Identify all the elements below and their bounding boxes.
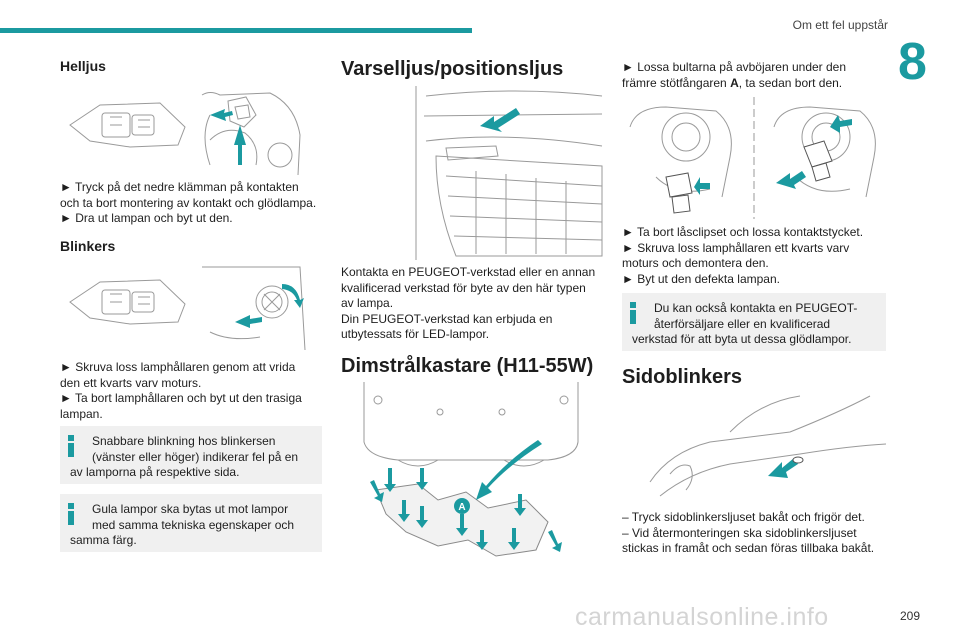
info-line-2: återförsäljare eller en kvalificerad [654,316,831,331]
sidoblinkers-line-3: stickas in framåt och sedan föras tillba… [622,541,875,555]
info-line-3: samma färg. [70,533,137,547]
dimstral-title: Dimstrålkastare (H11-55W) [341,355,594,377]
fog-step-2-line-4: ► Byt ut den defekta lampan. [622,271,780,286]
info-line-3: verkstad för att byta ut dessa glödlampo… [632,332,852,346]
fog-step-2-line-1: ► Ta bort låsclipset och lossa kontaktst… [622,225,864,239]
varselljus-line-5: utbytessats för LED-lampor. [341,327,490,341]
fog-step-2-line-3: moturs och demontera den. [622,256,769,270]
sidoblinkers-line-1: – Tryck sidoblinkersljuset bakåt och fri… [622,510,865,524]
info-line-2: med samma tekniska egenskaper och [92,517,295,532]
side-indicator-illustration [650,392,886,500]
helljus-line-3: ► Dra ut lampan och byt ut den. [60,211,233,225]
sidoblinkers-line-2: – Vid återmonteringen ska sidoblinkerslj… [622,525,857,540]
varselljus-line-2: kvalificerad verkstad för byte av den hä… [341,280,586,295]
varselljus-title: Varselljus/positionsljus [341,58,564,80]
sidoblinkers-text: – Tryck sidoblinkersljuset bakåt och fri… [622,510,892,557]
helljus-title: Helljus [60,58,106,74]
fog-step-1-line-2-post: , ta sedan bort den. [738,75,843,90]
watermark: carmanualsonline.info [575,603,829,631]
blinkers-line-3: ► Ta bort lamphållaren och byt ut den tr… [60,391,302,405]
blinkers-line-4: lampan. [60,406,103,421]
fog-lamp-bulb-illustration [626,97,884,219]
fog-lamp-deflector-illustration: A [358,382,584,560]
blinkers-title: Blinkers [60,238,116,254]
info-box-blinking: Snabbare blinkning hos blinkersen (vänst… [60,426,322,484]
section-title: Om ett fel uppstår [792,18,888,32]
varselljus-line-4: Din PEUGEOT-verkstad kan erbjuda en [341,311,553,326]
blinkers-line-2: den ett kvarts varv moturs. [60,375,202,390]
helljus-line-2: och ta bort montering av kontakt och glö… [60,195,317,210]
varselljus-text: Kontakta en PEUGEOT-verkstad eller en an… [341,265,611,343]
info-icon [68,503,75,525]
info-line-3: av lamporna på respektive sida. [70,465,240,479]
turn-signal-bulb-illustration [60,262,322,352]
fog-step-2-line-2: ► Skruva loss lamphållaren ett kvarts va… [622,240,850,255]
blinkers-line-1: ► Skruva loss lamphållaren genom att vri… [60,360,296,374]
info-box-amber-bulbs: Gula lampor ska bytas ut mot lampor med … [60,494,322,552]
varselljus-line-3: av lampa. [341,296,394,310]
varselljus-line-1: Kontakta en PEUGEOT-verkstad eller en an… [341,265,596,279]
info-line-1: Gula lampor ska bytas ut mot lampor [92,502,289,516]
info-box-dealer: Du kan också kontakta en PEUGEOT- återfö… [622,293,886,351]
sidoblinkers-title: Sidoblinkers [622,366,743,388]
info-icon [68,435,75,457]
fog-step-1-line-2-pre: främre stötfångaren [622,75,731,90]
blinkers-instructions: ► Skruva loss lamphållaren genom att vri… [60,360,330,422]
fog-step-1-line-1: ► Lossa bultarna på avböjaren under den [622,60,847,74]
info-line-2: (vänster eller höger) indikerar fel på e… [92,449,299,464]
fog-step-2: ► Ta bort låsclipset och lossa kontaktst… [622,225,892,287]
fog-step-1-bold-a: A [730,75,739,90]
chapter-number: 8 [898,33,927,91]
helljus-instructions: ► Tryck på det nedre klämman på kontakte… [60,180,330,227]
helljus-line-1: ► Tryck på det nedre klämman på kontakte… [60,180,299,194]
page-number: 209 [899,609,920,623]
callout-a-label: A [458,502,465,513]
info-line-1: Snabbare blinkning hos blinkersen [92,434,276,448]
header-accent-bar [0,28,472,33]
info-line-1: Du kan också kontakta en PEUGEOT- [654,301,858,315]
headlamp-bulb-illustration [60,85,322,177]
info-icon [630,302,637,324]
fog-step-1: ► Lossa bultarna på avböjaren under den … [622,60,892,91]
fog-step-1-line-2: främre stötfångaren A, ta sedan bort den… [622,76,892,92]
daytime-running-light-illustration [416,86,602,260]
